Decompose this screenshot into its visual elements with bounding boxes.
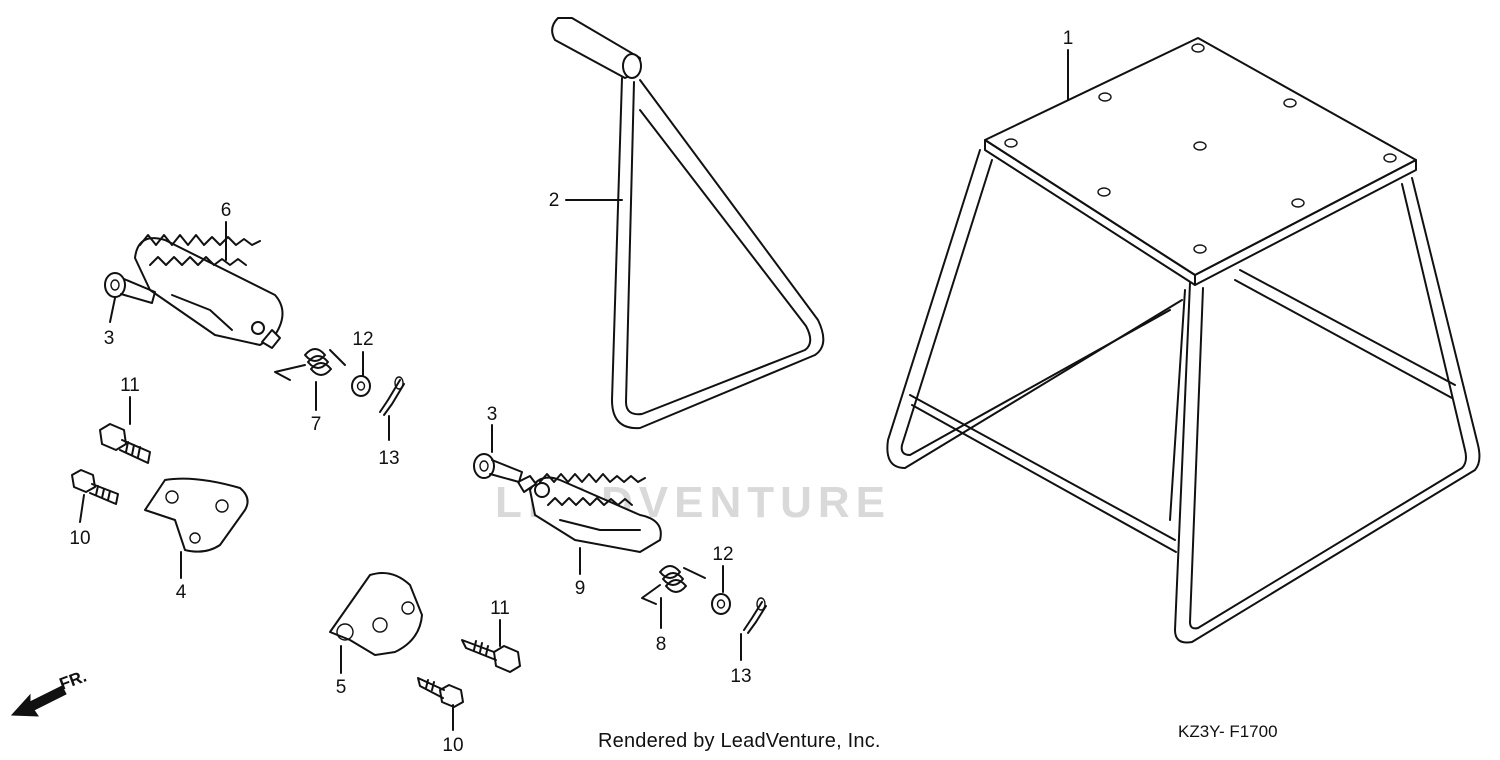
part-11-bolt-right[interactable] (461, 639, 521, 673)
callout-13-right: 13 (730, 666, 751, 687)
part-11-bolt-left[interactable] (99, 423, 151, 464)
callout-5: 5 (336, 677, 347, 698)
callout-10-left: 10 (69, 528, 90, 549)
callout-12-right: 12 (712, 544, 733, 565)
part-3-pin-left[interactable] (104, 272, 156, 304)
callout-7: 7 (311, 414, 322, 435)
part-13-cotter-right[interactable] (743, 597, 767, 634)
part-5-bracket-right[interactable] (329, 572, 423, 656)
diagram-code: KZ3Y- F1700 (1178, 722, 1278, 741)
part-8-spring-right[interactable] (641, 565, 706, 605)
render-credit: Rendered by LeadVenture, Inc. (598, 730, 881, 752)
callout-3-left: 3 (104, 328, 115, 349)
callout-9: 9 (575, 578, 586, 599)
part-13-cotter-left[interactable] (379, 376, 405, 416)
part-4-bracket-left[interactable] (144, 477, 249, 553)
callout-12-left: 12 (352, 329, 373, 350)
part-7-spring-left[interactable] (274, 348, 346, 381)
callout-labels: 1 2 6 3 12 7 13 11 10 4 3 9 12 8 13 11 5… (69, 28, 1073, 756)
callout-1: 1 (1063, 28, 1074, 49)
callout-11-left: 11 (120, 375, 140, 396)
part-12-washer-left[interactable] (351, 375, 371, 397)
callout-13-left: 13 (378, 448, 399, 469)
part-6-footpeg-left[interactable] (134, 234, 284, 349)
part-3-pin-right[interactable] (473, 453, 523, 483)
callout-10-right: 10 (442, 735, 463, 756)
part-1-stand[interactable] (886, 37, 1481, 644)
part-9-footpeg-right[interactable] (517, 473, 662, 553)
callout-11-right: 11 (490, 598, 510, 619)
front-direction-indicator: FR. (10, 667, 89, 717)
callout-4: 4 (176, 582, 187, 603)
leader-lines (79, 49, 1069, 731)
part-10-bolt-right[interactable] (417, 677, 464, 708)
callout-2: 2 (549, 190, 560, 211)
front-arrow-icon (10, 685, 67, 717)
callout-3-right: 3 (487, 404, 498, 425)
part-10-bolt-left[interactable] (71, 469, 119, 505)
part-2-lift-stand[interactable] (551, 17, 825, 430)
callout-6: 6 (221, 200, 232, 221)
part-12-washer-right[interactable] (711, 593, 731, 615)
callout-8: 8 (656, 634, 667, 655)
front-label: FR. (57, 667, 89, 694)
